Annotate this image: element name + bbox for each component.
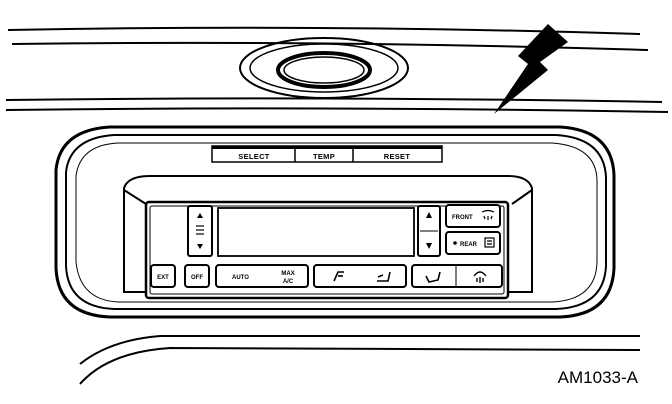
vent-knob xyxy=(239,37,409,99)
control-bezel xyxy=(54,125,616,319)
pointer-arrow-icon xyxy=(494,24,568,114)
figure-id: AM1033-A xyxy=(558,368,639,387)
rear-defrost-icon xyxy=(484,237,495,248)
auto-maxac-button[interactable]: AUTO MAX A/C xyxy=(215,264,309,288)
panel-vent-icon xyxy=(333,271,344,282)
fan-rocker[interactable] xyxy=(187,205,213,257)
ext-button[interactable]: EXT xyxy=(150,264,176,288)
floor-vent-icon xyxy=(425,271,441,283)
ac-label: A/C xyxy=(283,279,294,285)
front-defrost-button[interactable]: FRONT xyxy=(445,204,501,228)
temp-down-arrow-icon xyxy=(426,243,432,249)
front-defrost-icon xyxy=(481,209,495,220)
tab-select[interactable]: SELECT xyxy=(238,152,270,161)
max-label: MAX xyxy=(281,271,294,277)
airflow-mode-button[interactable] xyxy=(313,264,407,288)
temp-up-arrow-icon xyxy=(426,212,432,218)
indicator-dot xyxy=(453,241,457,245)
rear-label: REAR xyxy=(460,242,478,248)
auto-label: AUTO xyxy=(232,275,249,281)
defrost-floor-icon xyxy=(473,271,487,283)
off-label: OFF xyxy=(191,275,203,281)
tab-temp[interactable]: TEMP xyxy=(313,152,335,161)
bottom-button-row: EXT OFF AUTO MAX A/C xyxy=(150,264,503,288)
front-label: FRONT xyxy=(452,215,473,221)
tab-strip: SELECT TEMP RESET xyxy=(211,145,443,163)
panel-recess xyxy=(123,175,533,293)
off-button[interactable]: OFF xyxy=(184,264,210,288)
down-arrow-icon xyxy=(197,244,203,249)
rear-defrost-button[interactable]: REAR xyxy=(445,231,501,255)
display-screen xyxy=(217,207,415,257)
fan-icon xyxy=(196,225,204,235)
floor-defrost-button[interactable] xyxy=(411,264,503,288)
floor-panel-icon xyxy=(377,271,391,282)
temp-rocker[interactable] xyxy=(417,205,441,257)
up-arrow-icon xyxy=(197,213,203,218)
ext-label: EXT xyxy=(157,275,169,281)
tab-reset[interactable]: RESET xyxy=(384,152,411,161)
